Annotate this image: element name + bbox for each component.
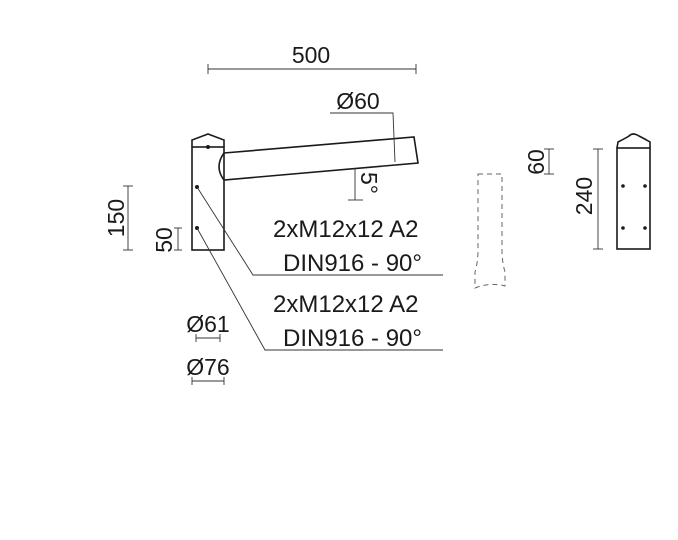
callout-lower-line1: 2xM12x12 A2 <box>273 291 418 318</box>
arm <box>218 136 419 181</box>
svg-text:60: 60 <box>523 149 549 175</box>
dimension-angle: 5° <box>348 168 382 201</box>
dimension-inner-diameter: Ø61 <box>186 311 230 342</box>
svg-text:Ø60: Ø60 <box>336 88 379 114</box>
post-side-view <box>191 133 225 251</box>
dimension-60: 60 <box>523 148 554 175</box>
svg-text:5°: 5° <box>356 172 382 194</box>
dimension-500-label: 500 <box>292 42 330 68</box>
callout-upper-line2: DIN916 - 90° <box>283 250 422 277</box>
dimension-150: 150 <box>103 185 133 251</box>
svg-text:Ø61: Ø61 <box>186 311 229 337</box>
callout-upper-line1: 2xM12x12 A2 <box>273 216 418 243</box>
svg-text:150: 150 <box>103 199 129 237</box>
svg-text:50: 50 <box>151 227 177 253</box>
callout-lower-line2: DIN916 - 90° <box>283 325 422 352</box>
dimension-240: 240 <box>571 148 603 250</box>
leader-line-upper <box>196 186 443 276</box>
leader-line-lower <box>196 227 443 351</box>
svg-text:240: 240 <box>571 177 597 215</box>
dimension-50: 50 <box>151 227 182 253</box>
dimension-arm-diameter: Ø60 <box>330 88 396 163</box>
dimension-outer-diameter: Ø76 <box>186 354 230 385</box>
post-front-view <box>616 133 651 250</box>
pole-outline-dashed <box>474 173 506 289</box>
svg-text:Ø76: Ø76 <box>186 354 229 380</box>
dimension-500: 500 <box>207 42 417 74</box>
